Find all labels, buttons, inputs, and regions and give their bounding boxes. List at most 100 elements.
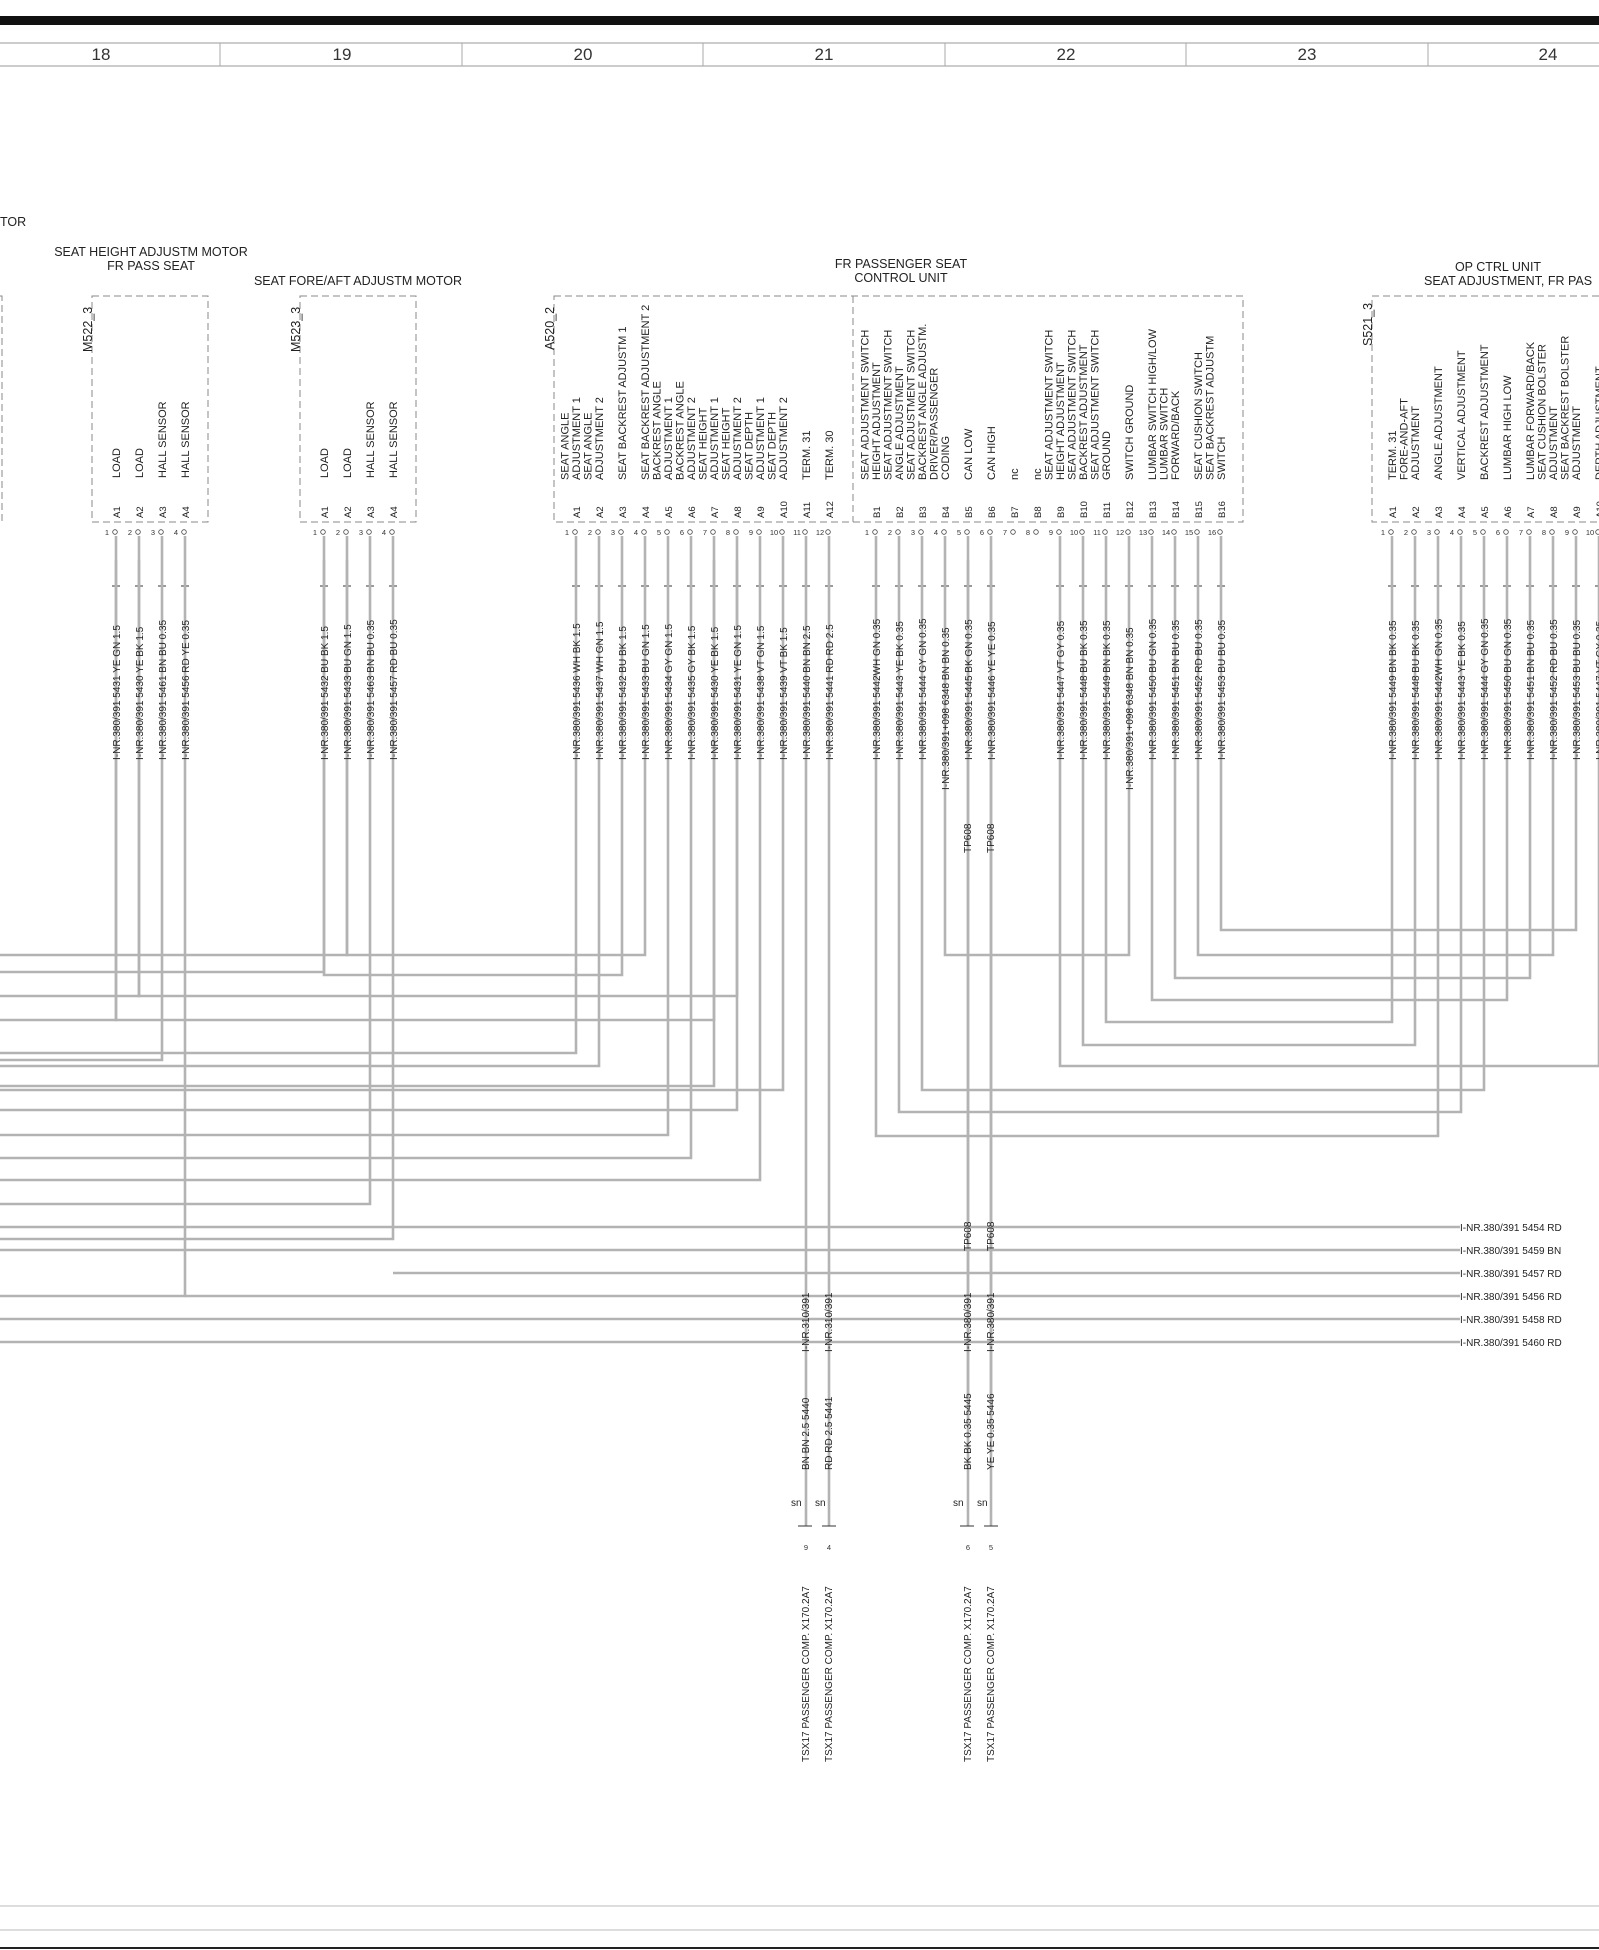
wire-label: I-NR.380/391 5451 BN BU 0.35 bbox=[1526, 619, 1537, 760]
pin-code: A2 bbox=[343, 506, 354, 518]
pin-terminal bbox=[343, 529, 349, 535]
pin-index: 5 bbox=[1473, 528, 1477, 537]
sn-label: sn bbox=[977, 1498, 988, 1509]
wire-b-to-s521 bbox=[1219, 560, 1578, 932]
m522-box bbox=[91, 295, 209, 523]
pin-terminal bbox=[687, 529, 693, 535]
m522-id: M522_3 bbox=[81, 307, 95, 352]
m523-id: M523_3 bbox=[289, 307, 303, 352]
column-dividers bbox=[219, 43, 1429, 66]
pin-function: CAN LOW bbox=[963, 428, 975, 480]
pin-index: 2 bbox=[128, 528, 132, 537]
wire-label: I-NR.380/391 5453 BU BU 0.35 bbox=[1217, 619, 1228, 760]
pin-code: A4 bbox=[641, 506, 652, 518]
wire-label: I-NR.380/391 5433 BU GN 1.5 bbox=[343, 624, 354, 760]
pin-code: A4 bbox=[1457, 506, 1468, 518]
pin-index: 7 bbox=[1519, 528, 1523, 537]
wire-label: I-NR.380/391 5431 YE GN 1.5 bbox=[733, 625, 744, 760]
pin-terminal bbox=[320, 529, 326, 535]
pin-index: 3 bbox=[151, 528, 155, 537]
pin-index: 4 bbox=[174, 528, 178, 537]
right-wire-label: I-NR.380/391 5460 RD bbox=[1460, 1338, 1562, 1349]
pin-function: LOAD bbox=[111, 448, 123, 478]
pin-function: ADJUSTMENT 1 bbox=[709, 397, 721, 480]
pin-function: HALL SENSOR bbox=[180, 401, 192, 478]
pin-code: B11 bbox=[1102, 502, 1113, 518]
pin-code: A1 bbox=[572, 506, 583, 518]
wire-label: I-NR.380/391 5432 BU BK 1.5 bbox=[618, 626, 629, 760]
pin-index: 2 bbox=[336, 528, 340, 537]
pin-function: ANGLE ADJUSTMENT bbox=[1433, 366, 1445, 480]
tp608-label: TP608 bbox=[986, 1221, 997, 1251]
pin-terminal bbox=[1411, 529, 1417, 535]
pin-terminal bbox=[710, 529, 716, 535]
pin-code: A1 bbox=[112, 506, 123, 518]
pin-code: B15 bbox=[1194, 501, 1205, 518]
column-number: 19 bbox=[333, 45, 352, 64]
pin-code: B7 bbox=[1010, 506, 1021, 518]
pin-function: SEAT ADJUSTMENT SWITCH bbox=[1044, 330, 1056, 480]
pin-terminal bbox=[1079, 529, 1085, 535]
pin-code: A2 bbox=[1411, 506, 1422, 518]
wire-label: I-NR.380/391 5451 BN BU 0.35 bbox=[1171, 619, 1182, 760]
bottom-wire-id: I-NR.310/391 bbox=[801, 1292, 812, 1352]
pin-function: HALL SENSOR bbox=[365, 401, 377, 478]
pin-index: 2 bbox=[1404, 528, 1408, 537]
pin-index: 1 bbox=[313, 528, 317, 537]
pin-terminal bbox=[756, 529, 762, 535]
column-number: 22 bbox=[1057, 45, 1076, 64]
pin-function: TERM. 31 bbox=[801, 430, 813, 480]
wire-m523-a3 bbox=[322, 560, 624, 977]
bottom-wire-id: I-NR.380/391 bbox=[963, 1292, 974, 1352]
pin-terminal bbox=[595, 529, 601, 535]
tp608-markers: TP608 TP608 TP608 TP608 bbox=[963, 823, 997, 1251]
pin-terminal bbox=[1217, 529, 1223, 535]
pin-index: 7 bbox=[1003, 528, 1007, 537]
wire-label: I-NR.380/391 5450 BU GN 0.35 bbox=[1503, 618, 1514, 760]
pin-terminal bbox=[1526, 529, 1532, 535]
pin-function: SEAT HEIGHT bbox=[721, 407, 733, 480]
pin-code: B16 bbox=[1217, 501, 1228, 518]
pin-terminal bbox=[366, 529, 372, 535]
wire-label: I-NR.380/391 5446 YE YE 0.35 bbox=[987, 621, 998, 760]
wire-label: I-NR.380/391 5438 VT GN 1.5 bbox=[756, 625, 767, 760]
pin-function: SEAT ADJUSTMENT SWITCH bbox=[860, 330, 872, 480]
wire-label: I-NR.380/391 5444 GY GN 0.35 bbox=[1480, 618, 1491, 760]
pin-function: SEAT CUSHION SWITCH bbox=[1193, 352, 1205, 480]
pin-function: VERTICAL ADJUSTMENT bbox=[1456, 350, 1468, 480]
pin-index: 5 bbox=[957, 528, 961, 537]
wire-label: I-NR.380/391 5434 GY GN 1.5 bbox=[664, 624, 675, 760]
pin-terminal bbox=[895, 529, 901, 535]
pin-index: 9 bbox=[1565, 528, 1569, 537]
wire-label: I-NR.380/391 5448 BU BK 0.35 bbox=[1411, 620, 1422, 760]
sn-label: sn bbox=[791, 1498, 802, 1509]
pin-terminal bbox=[572, 529, 578, 535]
pin-function: ADJUSTMENT bbox=[1571, 406, 1583, 480]
pin-terminal bbox=[918, 529, 924, 535]
wire-label: I-NR.380/391 5437 WH GN 1.5 bbox=[595, 621, 606, 760]
wire-label: I-NR.380/391 5433 BU GN 1.5 bbox=[641, 624, 652, 760]
wire-label: I-NR.380/391 5463 BN BU 0.35 bbox=[366, 619, 377, 760]
right-wire-label: I-NR.380/391 5457 RD bbox=[1460, 1269, 1562, 1280]
pin-index: 10 bbox=[770, 528, 778, 537]
pin-terminal bbox=[872, 529, 878, 535]
pin-function: SEAT BACKREST ADJUSTM bbox=[1205, 336, 1217, 480]
wire-b-to-s521 bbox=[1173, 560, 1532, 980]
pin-index: 1 bbox=[865, 528, 869, 537]
bottom-pin-number: 6 bbox=[966, 1543, 970, 1552]
a520-title: FR PASSENGER SEAT bbox=[835, 257, 968, 271]
sn-label: sn bbox=[815, 1498, 826, 1509]
pin-index: 15 bbox=[1185, 528, 1193, 537]
s521-subtitle: SEAT ADJUSTMENT, FR PAS bbox=[1424, 274, 1592, 288]
pin-function: BACKREST ADJUSTMENT bbox=[1479, 344, 1491, 480]
pin-index: 8 bbox=[726, 528, 730, 537]
wire-label: I-NR.380/391 5444 GY GN 0.35 bbox=[918, 618, 929, 760]
wire-label: I-NR.380/391+098 6348 BN BN 0.35 bbox=[1125, 627, 1136, 790]
pin-code: A5 bbox=[1480, 506, 1491, 518]
wire-label: I-NR.380/391 5453 BU BU 0.35 bbox=[1572, 619, 1583, 760]
wire-run-left bbox=[0, 560, 395, 1241]
pin-function: ADJUSTMENT 2 bbox=[594, 397, 606, 480]
wire-run-left bbox=[0, 560, 601, 1068]
bottom-wire-label: RD RD 2.5 5441 bbox=[824, 1396, 835, 1470]
column-number: 21 bbox=[815, 45, 834, 64]
